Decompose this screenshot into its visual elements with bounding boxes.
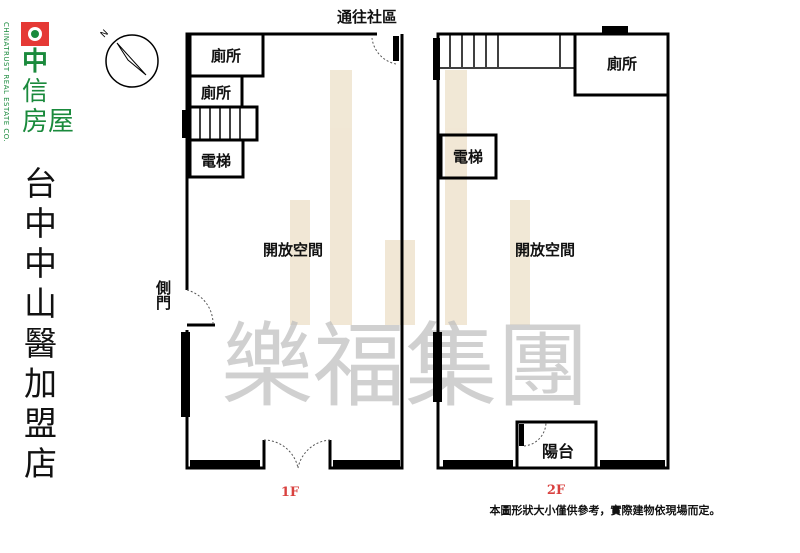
floor-1-open-space-label: 開放空間 <box>263 241 323 259</box>
watermark-text: 樂福集團 <box>221 313 589 420</box>
balcony-door-icon <box>523 421 547 447</box>
to-community-label: 通往社區 <box>337 8 397 26</box>
floor-1-doors-icon <box>186 37 397 469</box>
floor-1-elevator-label: 電梯 <box>201 152 231 170</box>
floor-1-toilet-1-label: 廁所 <box>211 47 241 65</box>
floor-1-toilet-2-label: 廁所 <box>201 84 231 102</box>
balcony-label: 陽台 <box>542 442 574 461</box>
store-name: 台中中山醫加盟店 <box>19 166 58 486</box>
floor-2-label: 2F <box>547 483 566 498</box>
floor-2-elevator-label: 電梯 <box>453 148 483 166</box>
logo-english-text: CHINATRUST REAL ESTATE CO. <box>2 22 10 142</box>
floor-2-stairs-icon <box>440 34 576 69</box>
floor-1-label: 1F <box>281 485 300 500</box>
floor-2-toilet-label: 廁所 <box>607 55 637 73</box>
floor-1-stairs-icon <box>199 108 241 139</box>
logo-name: 中 <box>22 47 48 77</box>
compass-north-label: N <box>99 28 111 40</box>
floor-2-windows-icon <box>433 26 665 468</box>
logo: CHINATRUST REAL ESTATE CO. 中 信 房屋 <box>2 22 74 142</box>
logo-name-2: 信 <box>22 77 48 107</box>
watermark-building-icon <box>290 70 530 325</box>
side-door-label: 側門 <box>154 279 172 311</box>
disclaimer: 本圖形狀大小僅供參考，實際建物依現場而定。 <box>490 503 721 517</box>
logo-name-3: 房屋 <box>22 107 74 137</box>
compass-icon: N <box>99 28 159 88</box>
floor-2-open-space-label: 開放空間 <box>515 241 575 259</box>
floor-1-windows-icon <box>181 36 400 468</box>
